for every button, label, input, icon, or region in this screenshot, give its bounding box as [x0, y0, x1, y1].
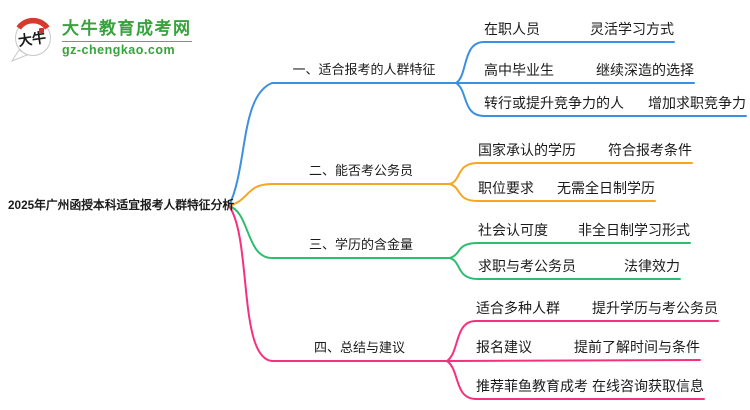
- node-title: 在职人员: [484, 21, 540, 37]
- node-title: 报名建议: [476, 339, 532, 355]
- branch-2-child-1-line: [449, 162, 693, 185]
- node-detail: 提升学历与考公务员: [592, 300, 718, 316]
- branch-1-spine: [228, 82, 457, 207]
- logo-icon-text: 大牛: [17, 29, 47, 49]
- node-detail: 提前了解时间与条件: [574, 339, 700, 355]
- branch-1-child-1: 在职人员 灵活学习方式: [484, 19, 674, 39]
- node-title: 国家承认的学历: [478, 142, 576, 158]
- branch-3-child-1: 社会认可度 非全日制学习形式: [478, 220, 690, 240]
- node-detail: 法律效力: [624, 258, 680, 274]
- branch-2-spine: [228, 183, 451, 207]
- site-url[interactable]: gz-chengkao.com: [62, 43, 176, 57]
- branch-2-lines: [228, 162, 693, 207]
- logo-bull-icon: 大牛: [10, 17, 51, 63]
- branch-4-child-1-line: [446, 320, 719, 362]
- branch-4-spine: [228, 205, 448, 362]
- branch-4-child-1: 适合多种人群 提升学历与考公务员: [476, 298, 718, 318]
- branch-2-child-2-line: [449, 183, 656, 202]
- branch-1-child-3-line: [455, 82, 747, 117]
- node-detail: 在线咨询获取信息: [592, 378, 704, 394]
- node-title: 适合多种人群: [476, 300, 560, 316]
- node-title: 高中毕业生: [484, 62, 554, 78]
- node-title: 求职与考公务员: [478, 258, 576, 274]
- node-title: 转行或提升竞争力的人: [484, 95, 624, 111]
- node-detail: 非全日制学习形式: [578, 222, 690, 238]
- site-name[interactable]: 大牛教育成考网: [62, 19, 192, 38]
- branch-3-spine: [228, 205, 451, 259]
- branch-2-child-1: 国家承认的学历 符合报考条件: [478, 140, 692, 160]
- branch-1-child-2: 高中毕业生 继续深造的选择: [484, 60, 694, 80]
- branch-3-lines: [228, 205, 691, 280]
- branch-3-label: 三、学历的含金量: [308, 237, 413, 252]
- node-title: 推荐菲鱼教育成考: [476, 378, 588, 394]
- branch-3-child-1-line: [449, 242, 691, 259]
- node-title: 社会认可度: [478, 222, 548, 238]
- node-detail: 无需全日制学历: [557, 180, 655, 196]
- logo-divider: [62, 41, 192, 42]
- branch-1-lines: [228, 41, 747, 207]
- branch-1-child-3: 转行或提升竞争力的人 增加求职竞争力: [484, 93, 746, 113]
- site-logo[interactable]: 大牛 大牛教育成考网 gz-chengkao.com: [10, 13, 192, 63]
- branch-4-child-2: 报名建议 提前了解时间与条件: [476, 337, 700, 357]
- node-detail: 增加求职竞争力: [648, 95, 746, 111]
- node-detail: 灵活学习方式: [590, 21, 674, 37]
- branch-4-child-3-line: [446, 360, 705, 400]
- branch-2-child-2: 职位要求 无需全日制学历: [478, 178, 655, 198]
- root-topic: 2025年广州函授本科适宜报考人群特征分析: [8, 198, 235, 212]
- node-detail: 符合报考条件: [608, 142, 692, 158]
- branch-3-child-2: 求职与考公务员 法律效力: [478, 256, 680, 276]
- branch-4-child-2-line: [446, 359, 701, 362]
- branch-4-child-3: 推荐菲鱼教育成考 在线咨询获取信息: [476, 376, 704, 396]
- branch-1-child-1-line: [455, 41, 675, 84]
- branch-4-lines: [228, 205, 719, 400]
- node-title: 职位要求: [478, 180, 534, 196]
- branch-3-child-2-line: [449, 257, 681, 280]
- branch-1-label: 一、适合报考的人群特征: [292, 62, 436, 77]
- branch-4-label: 四、总结与建议: [313, 340, 405, 355]
- branch-2-label: 二、能否考公务员: [308, 163, 413, 178]
- node-detail: 继续深造的选择: [596, 62, 694, 78]
